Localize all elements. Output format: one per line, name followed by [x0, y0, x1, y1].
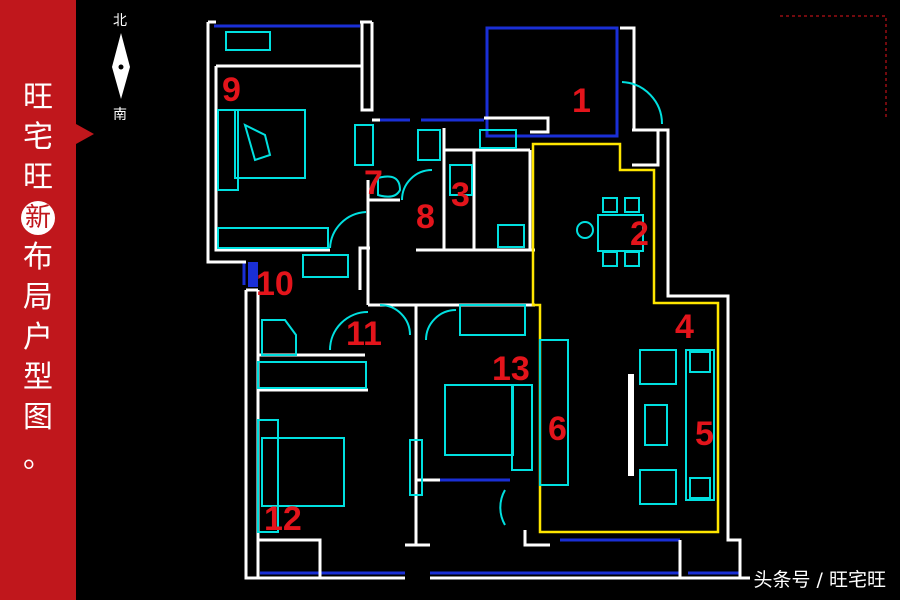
room-numbers: 1 2 3 4 5 6 7 8 9 10 11 12 13 [222, 71, 714, 538]
title-char: 型 [23, 360, 53, 395]
room-number-11: 11 [346, 315, 382, 353]
window-segment [248, 262, 258, 287]
tv-cabinet [628, 374, 634, 476]
sidebar-banner [0, 0, 76, 600]
room-number-4: 4 [675, 308, 694, 346]
living-area-outline [531, 142, 720, 534]
room-number-6: 6 [548, 410, 567, 448]
furniture [217, 31, 715, 533]
title-char: 宅 [23, 120, 53, 155]
vertical-title: 旺 宅 旺 新 布 局 户 型 图 。 [0, 78, 76, 478]
watermark: 头条号 / 旺宅旺 [753, 569, 886, 591]
windows [214, 24, 740, 575]
title-char: 布 [23, 240, 53, 275]
title-char: 局 [23, 280, 53, 315]
title-char-circled: 新 [21, 201, 55, 235]
walls [206, 20, 750, 580]
room-number-5: 5 [695, 415, 714, 453]
title-char: 。 [23, 440, 53, 475]
title-char: 旺 [23, 80, 53, 115]
room-number-12: 12 [264, 500, 302, 538]
title-char: 户 [23, 320, 53, 355]
compass-north-label: 北 [113, 13, 127, 29]
room-number-8: 8 [416, 198, 435, 236]
room-number-3: 3 [451, 176, 470, 214]
room-number-2: 2 [630, 215, 649, 253]
sidebar-arrow [76, 124, 94, 144]
compass-south-label: 南 [113, 107, 127, 123]
room-number-1: 1 [572, 82, 591, 120]
compass-icon [112, 33, 130, 99]
frame-edge [780, 15, 887, 120]
room-number-7: 7 [364, 164, 383, 202]
title-char: 图 [23, 400, 53, 435]
title-char: 旺 [23, 160, 53, 195]
room-number-10: 10 [256, 265, 294, 303]
room-number-13: 13 [492, 350, 530, 388]
room-number-9: 9 [222, 71, 241, 109]
